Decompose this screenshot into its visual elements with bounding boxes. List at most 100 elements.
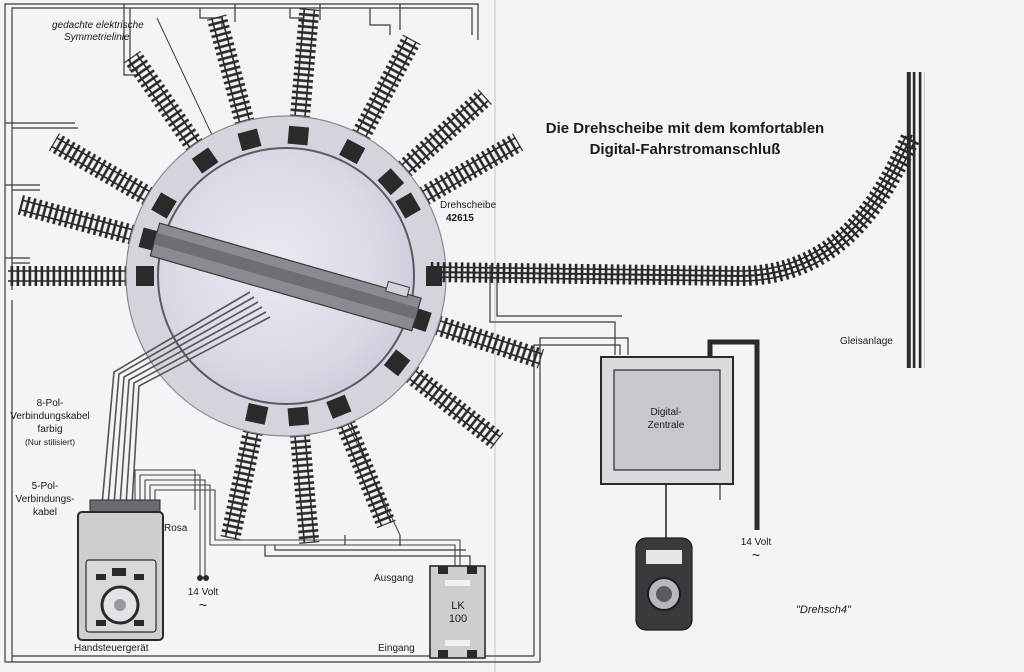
- track-connector-block: [339, 138, 366, 165]
- track-tie: [532, 263, 536, 284]
- title-line-2: Digital-Fahrstromanschluß: [589, 141, 781, 158]
- ac-symbol-left: ~: [198, 597, 208, 613]
- track-tie: [724, 265, 728, 286]
- track-connector-block: [426, 266, 442, 286]
- spoke-track: [124, 50, 209, 159]
- spoke-track: [390, 89, 492, 184]
- eight-pole-cable: [101, 291, 271, 506]
- turntable-name: Drehscheibe: [440, 200, 497, 211]
- track-tie: [586, 264, 590, 285]
- track-tie: [748, 265, 752, 286]
- symmetry-label: gedachte elektrische Symmetrielinie: [52, 20, 144, 44]
- digital-central: [600, 339, 760, 530]
- track-tie: [442, 262, 446, 283]
- track-connector-block: [383, 349, 411, 377]
- hand-controller: [77, 499, 164, 641]
- output-label: Ausgang: [374, 573, 414, 584]
- spoke-track: [289, 8, 320, 128]
- diagram-title: Die Drehscheibe mit dem komfortablen Dig…: [470, 118, 900, 160]
- track-connector-block: [245, 403, 269, 425]
- track-tie: [640, 264, 644, 285]
- symmetry-label-line-2: Symmetrielinie: [64, 32, 130, 43]
- cable8-line-4: (Nur stilisiert): [24, 437, 76, 447]
- layout-track: [905, 72, 925, 368]
- track-tie: [520, 263, 524, 284]
- track-tie: [460, 262, 464, 283]
- track-tie: [448, 262, 452, 283]
- track-connector-block: [326, 394, 352, 419]
- track-tie: [592, 264, 596, 285]
- track-tie: [604, 264, 608, 285]
- track-tie: [556, 263, 560, 284]
- track-tie: [688, 265, 692, 286]
- track-connector-block: [237, 128, 262, 152]
- track-tie: [472, 262, 476, 283]
- track-tie: [730, 265, 734, 286]
- track-tie: [484, 262, 488, 283]
- track-tie: [634, 264, 638, 285]
- hand-controller-label: Handsteuergerät: [74, 643, 149, 654]
- input-label: Eingang: [378, 643, 415, 654]
- cable5-line-3: kabel: [33, 507, 57, 518]
- track-tie: [610, 264, 614, 285]
- track-tie: [700, 265, 704, 286]
- track-connector-block: [136, 266, 154, 286]
- lk100-module: [429, 565, 486, 659]
- turntable-number: 42615: [446, 213, 474, 224]
- track-tie: [628, 264, 632, 285]
- track-tie: [526, 263, 530, 284]
- lk100-line-1: LK: [451, 600, 465, 612]
- main-track-ties: [429, 134, 920, 286]
- lk100-label: LK 100: [440, 600, 476, 626]
- track-connector-block: [287, 406, 310, 427]
- track-tie: [670, 265, 674, 286]
- spoke-track: [220, 420, 265, 541]
- track-tie: [430, 262, 434, 283]
- voltage-right-value: 14 Volt: [740, 537, 772, 548]
- track-connector-block: [377, 168, 405, 196]
- track-tie: [736, 265, 740, 286]
- spoke-track: [332, 411, 396, 529]
- track-tie: [616, 264, 620, 285]
- turntable-bridge: [149, 222, 422, 332]
- spoke-track: [48, 133, 162, 210]
- cable8-line-1: 8-Pol-: [36, 398, 64, 409]
- remote-control: [635, 484, 693, 631]
- spoke-track: [206, 14, 257, 134]
- lk100-line-2: 100: [448, 613, 468, 625]
- spoke-track: [347, 34, 421, 149]
- title-line-1: Die Drehscheibe mit dem komfortablen: [545, 120, 825, 137]
- track-tie: [646, 264, 650, 285]
- digital-central-line-1: Digital-: [650, 407, 682, 418]
- track-tie: [466, 262, 470, 283]
- track-tie: [682, 265, 686, 286]
- cable5-line-2: Verbindungs-: [15, 494, 75, 505]
- track-tie: [568, 263, 572, 284]
- track-tie: [538, 263, 542, 284]
- track-layout-label: Gleisanlage: [840, 336, 893, 347]
- power-terminals: [197, 575, 209, 581]
- track-connector-block: [191, 147, 219, 174]
- eight-pole-cable-label: 8-Pol- Verbindungskabel farbig (Nur stil…: [8, 397, 92, 449]
- ac-symbol-right: ~: [751, 547, 761, 563]
- five-pole-cable-label: 5-Pol- Verbindungs- kabel: [10, 480, 80, 519]
- track-tie: [718, 265, 722, 286]
- track-tie: [580, 263, 584, 284]
- track-tie: [598, 264, 602, 285]
- track-tie: [454, 262, 458, 283]
- main-track-rail: [430, 135, 907, 272]
- main-track-rail: [429, 139, 916, 282]
- five-pole-cable: [134, 469, 461, 575]
- track-tie: [712, 265, 716, 286]
- track-tie: [706, 265, 710, 286]
- track-tie: [658, 264, 662, 285]
- spoke-track: [398, 360, 504, 449]
- cable8-line-2: Verbindungskabel: [10, 411, 90, 422]
- track-connector-block: [151, 192, 177, 219]
- track-connector-block: [395, 192, 421, 219]
- rosa-label: Rosa: [164, 523, 188, 534]
- symmetry-label-line-1: gedachte elektrische: [52, 20, 144, 31]
- track-tie: [490, 262, 494, 283]
